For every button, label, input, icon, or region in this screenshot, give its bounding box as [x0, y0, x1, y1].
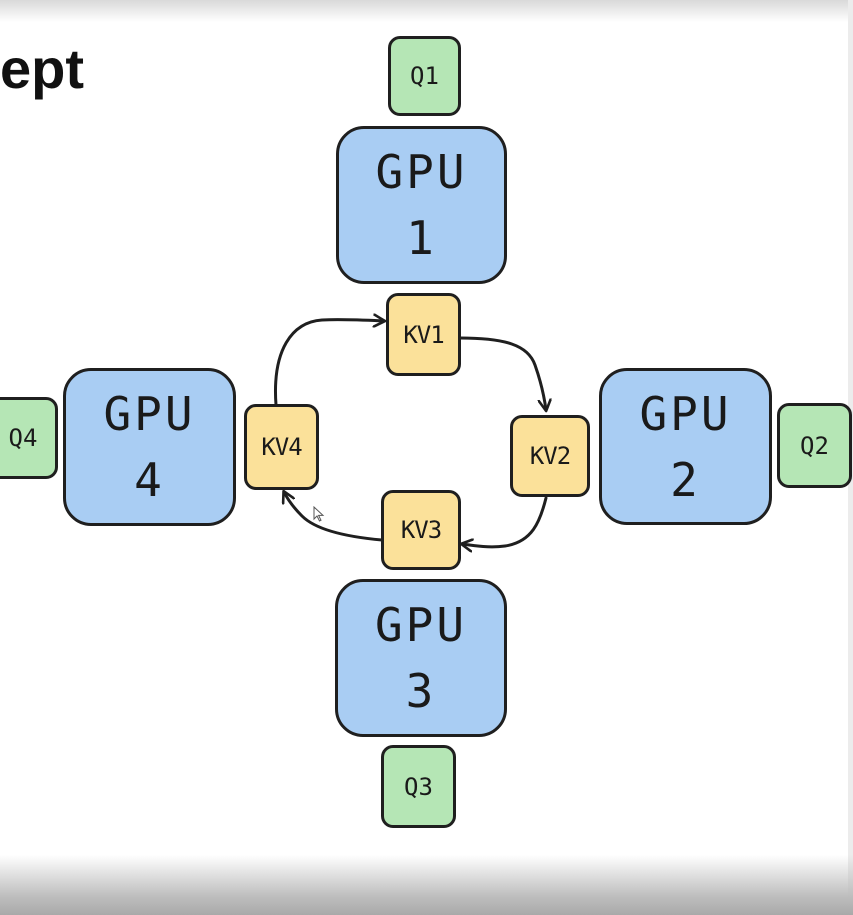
- kv-block-2-label: KV2: [529, 442, 571, 470]
- slide-title: ept: [0, 37, 84, 100]
- gpu-3-number: 3: [405, 664, 437, 718]
- query-q1: Q1: [388, 36, 461, 116]
- gpu-4-number: 4: [134, 453, 165, 507]
- arrow-kv4-to-kv1: [273, 320, 384, 407]
- kv-block-4: KV4: [244, 404, 319, 490]
- arrow-kv3-to-kv4: [284, 492, 384, 542]
- query-q2-label: Q2: [800, 431, 829, 460]
- top-shadow: [0, 0, 853, 22]
- query-q3: Q3: [381, 745, 456, 828]
- query-q4-label: Q4: [8, 424, 38, 452]
- bottom-shadow: [0, 855, 853, 915]
- query-q2: Q2: [777, 403, 852, 488]
- kv-block-1-label: KV1: [403, 320, 444, 349]
- arrow-kv2-to-kv3: [462, 496, 548, 547]
- kv-block-4-label: KV4: [261, 433, 302, 461]
- gpu-4-label: GPU: [103, 387, 196, 441]
- gpu-1: GPU 1: [336, 126, 507, 284]
- gpu-2: GPU 2: [599, 368, 772, 525]
- gpu-3-label: GPU: [374, 598, 468, 652]
- query-q1-label: Q1: [410, 62, 439, 90]
- gpu-1-number: 1: [406, 211, 437, 265]
- gpu-1-label: GPU: [375, 145, 468, 199]
- kv-block-1: KV1: [386, 293, 461, 376]
- arrow-kv1-to-kv2: [458, 336, 546, 410]
- gpu-4: GPU 4: [63, 368, 236, 526]
- gpu-2-label: GPU: [639, 386, 732, 441]
- gpu-3: GPU 3: [335, 579, 507, 737]
- kv-block-2: KV2: [510, 415, 590, 497]
- gpu-2-number: 2: [670, 452, 701, 507]
- kv-block-3-label: KV3: [400, 516, 442, 544]
- mouse-cursor-icon: [313, 506, 325, 522]
- query-q4: Q4: [0, 397, 58, 479]
- query-q3-label: Q3: [404, 772, 433, 801]
- kv-block-3: KV3: [381, 490, 461, 570]
